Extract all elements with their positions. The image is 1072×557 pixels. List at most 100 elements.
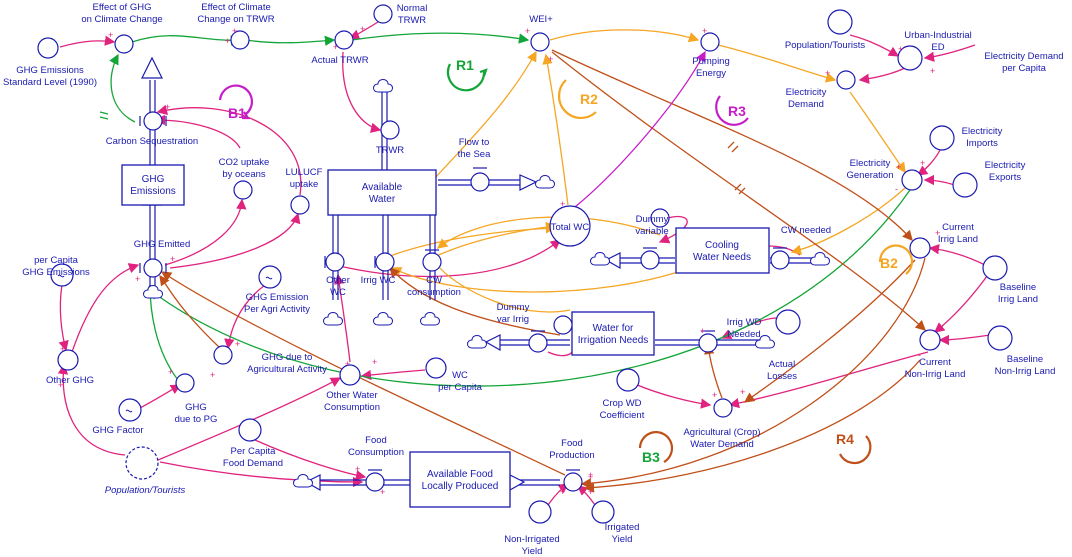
link-basenon-to-noncur [938, 334, 991, 346]
link-dummyirrig-to-irrig [439, 267, 571, 313]
link-gen-to-emitted [148, 189, 911, 387]
svg-text:+: + [108, 30, 113, 40]
valve-cw-needed[interactable] [770, 247, 790, 270]
link-other-to-emitted [71, 263, 140, 353]
node-pop[interactable] [125, 446, 159, 480]
valve-cw[interactable] [422, 249, 442, 272]
svg-text:+: + [920, 158, 925, 168]
svg-text:+: + [930, 66, 935, 76]
label-ghg-emitted: GHG Emitted [134, 239, 191, 250]
node-pumping[interactable] [700, 32, 720, 52]
valve-carbon-seq[interactable] [139, 111, 167, 131]
node-non-irrig[interactable] [919, 329, 941, 351]
svg-text:-: - [918, 350, 921, 360]
link-ed-to-gen [849, 91, 906, 174]
node-dummy[interactable] [650, 208, 670, 228]
node-ghg-factor[interactable] [118, 398, 142, 422]
node-effect-cc-trwr[interactable] [230, 30, 250, 50]
link-emitted-to-lulucf [169, 212, 301, 269]
link-std-to-effect [59, 35, 116, 48]
label-cw-needed: CW needed [781, 225, 831, 236]
label-irrig-wc: Irrig WC [361, 275, 396, 286]
node-elec-demand[interactable] [836, 70, 856, 90]
node-other-ghg[interactable] [57, 349, 79, 371]
valve-irr-wd[interactable] [698, 330, 718, 353]
node-yield[interactable] [591, 500, 615, 524]
valve-cooling-out[interactable] [640, 247, 660, 270]
link-othwc-to-totwc [334, 239, 562, 278]
node-base-non[interactable] [987, 325, 1013, 351]
node-ghg-agri[interactable] [213, 345, 233, 365]
valve-otherwc[interactable] [324, 252, 345, 272]
node-crop-wd[interactable] [616, 368, 640, 392]
node-dummy-irrig[interactable] [553, 315, 573, 335]
node-effect-ghg-cc[interactable] [114, 34, 134, 54]
svg-text:+: + [588, 470, 593, 480]
link-actual-to-trwr [342, 51, 382, 133]
link-exports-to-gen [923, 174, 956, 186]
svg-text:+: + [712, 390, 717, 400]
stock-ghg-emissions[interactable] [121, 164, 185, 206]
label-pop-top: Population/Tourists [785, 40, 866, 51]
link-dummy-to-dummy [658, 215, 688, 244]
stock-available-food[interactable] [409, 451, 511, 508]
node-imports[interactable] [929, 125, 955, 151]
node-normal-trwr[interactable] [373, 4, 393, 24]
svg-text:+: + [60, 344, 65, 354]
link-cc-to-actual [245, 35, 336, 46]
valve-ghg-emitted[interactable] [139, 258, 167, 278]
valve-food-cons[interactable] [365, 469, 385, 492]
valve-food-prod[interactable] [563, 469, 583, 492]
node-lulucf[interactable] [290, 195, 310, 215]
link-cooling-to-cw [436, 216, 661, 249]
label-carbon-seq: Carbon Sequestration [106, 136, 198, 147]
svg-text:+: + [700, 326, 705, 336]
node-pcfd[interactable] [238, 418, 262, 442]
link-wei-to-pump [549, 29, 700, 43]
cloud-cool-right [810, 252, 830, 266]
node-ghg-pg[interactable] [175, 373, 195, 393]
node-non-yield[interactable] [528, 500, 552, 524]
node-ued[interactable] [897, 45, 923, 71]
link-factor-to-pg [139, 384, 182, 409]
node-losses[interactable] [775, 309, 801, 335]
svg-text:+: + [372, 357, 377, 367]
node-pop-top[interactable] [827, 9, 853, 35]
node-total-wc[interactable] [549, 205, 591, 247]
node-exports[interactable] [952, 172, 978, 198]
link-pop-to-food [159, 461, 364, 488]
valve-trwr[interactable] [380, 120, 400, 140]
svg-text:+: + [560, 199, 565, 209]
stock-water-irrigation[interactable] [571, 311, 655, 356]
valve-irr-out[interactable] [528, 330, 548, 353]
valves [139, 111, 790, 492]
node-co2[interactable] [233, 180, 253, 200]
svg-text:+: + [135, 274, 140, 284]
svg-text:B2: B2 [880, 255, 898, 271]
loop-R4 [839, 435, 872, 465]
node-ghg-agri-act[interactable] [258, 265, 282, 289]
node-actual-trwr[interactable] [334, 30, 354, 50]
valve-sea[interactable] [470, 167, 490, 192]
node-agri-crop-wd[interactable] [713, 398, 733, 418]
node-wcpc[interactable] [425, 357, 447, 379]
stock-cooling-water-needs[interactable] [675, 227, 770, 274]
node-elec-gen[interactable] [901, 169, 923, 191]
stock-available-water[interactable] [327, 169, 437, 216]
node-owc[interactable] [339, 364, 361, 386]
loop-indicators [218, 63, 914, 465]
node-ghg-std[interactable] [37, 37, 59, 59]
node-pcghg[interactable] [50, 263, 74, 287]
node-base-irrig[interactable] [982, 255, 1008, 281]
node-cur-irrig[interactable] [909, 237, 931, 259]
node-wei[interactable] [530, 32, 550, 52]
svg-text:+: + [702, 26, 707, 36]
valve-irrigwc[interactable] [374, 252, 395, 272]
